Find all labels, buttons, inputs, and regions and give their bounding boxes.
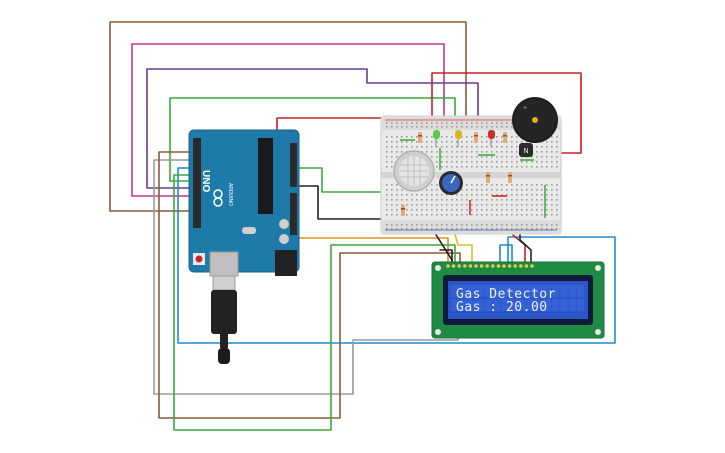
resistor-6[interactable] [401,205,405,216]
capacitor-1 [279,219,289,229]
wire-blue-lcd[interactable] [499,244,513,263]
wire-brown-top[interactable] [109,21,467,212]
lcd-character-cells [451,285,585,311]
svg-text:N: N [523,148,528,155]
arduino-logo-icon [213,189,223,207]
wire-green-mid[interactable] [296,167,399,193]
digital-header[interactable] [193,138,201,228]
usb-port[interactable] [209,251,239,277]
wire-red-buzzer[interactable] [431,72,582,154]
analog-header[interactable] [290,193,297,235]
arduino-brand-label: ARDUINO [227,183,233,207]
svg-text:+: + [523,105,527,112]
power-header[interactable] [290,143,297,187]
capacitor-2 [279,234,289,244]
lcd-line-2: Gas : 20.00 [456,300,548,315]
wire-magenta-top[interactable] [131,43,445,197]
resistor-2[interactable] [474,132,478,143]
led-green[interactable] [433,130,440,147]
potentiometer-icon[interactable] [439,171,463,195]
wire-black-arduino-lcd[interactable] [439,249,453,263]
led-yellow[interactable] [455,130,462,147]
resistor-1[interactable] [418,132,422,143]
gas-sensor-icon[interactable] [393,150,435,192]
power-jack[interactable] [275,250,297,276]
wire-green-bottom[interactable] [173,174,456,431]
wire-brown-bottom[interactable] [158,151,461,419]
wire-green-top[interactable] [169,97,456,182]
wire-gray[interactable] [153,159,459,395]
arduino-uno-label: UNO [200,170,211,193]
atmega-chip [258,138,273,214]
crystal [242,227,256,234]
resistor-5[interactable] [508,172,512,183]
breadboard-jumpers [400,139,546,218]
led-red[interactable] [488,130,495,147]
buzzer-icon[interactable]: + [512,97,558,143]
wire-blue[interactable] [177,167,616,344]
lcd-line-1: Gas Detector [456,287,556,302]
resistor-4[interactable] [486,172,490,183]
resistor-3[interactable] [503,132,507,143]
arduino-uno-board[interactable] [188,129,300,277]
lcd-module[interactable] [431,261,605,339]
usb-cable-icon[interactable] [211,275,237,364]
lcd-pin-header[interactable] [446,264,534,268]
wire-purple-top[interactable] [146,68,479,189]
transistor-icon[interactable]: N [519,143,533,157]
